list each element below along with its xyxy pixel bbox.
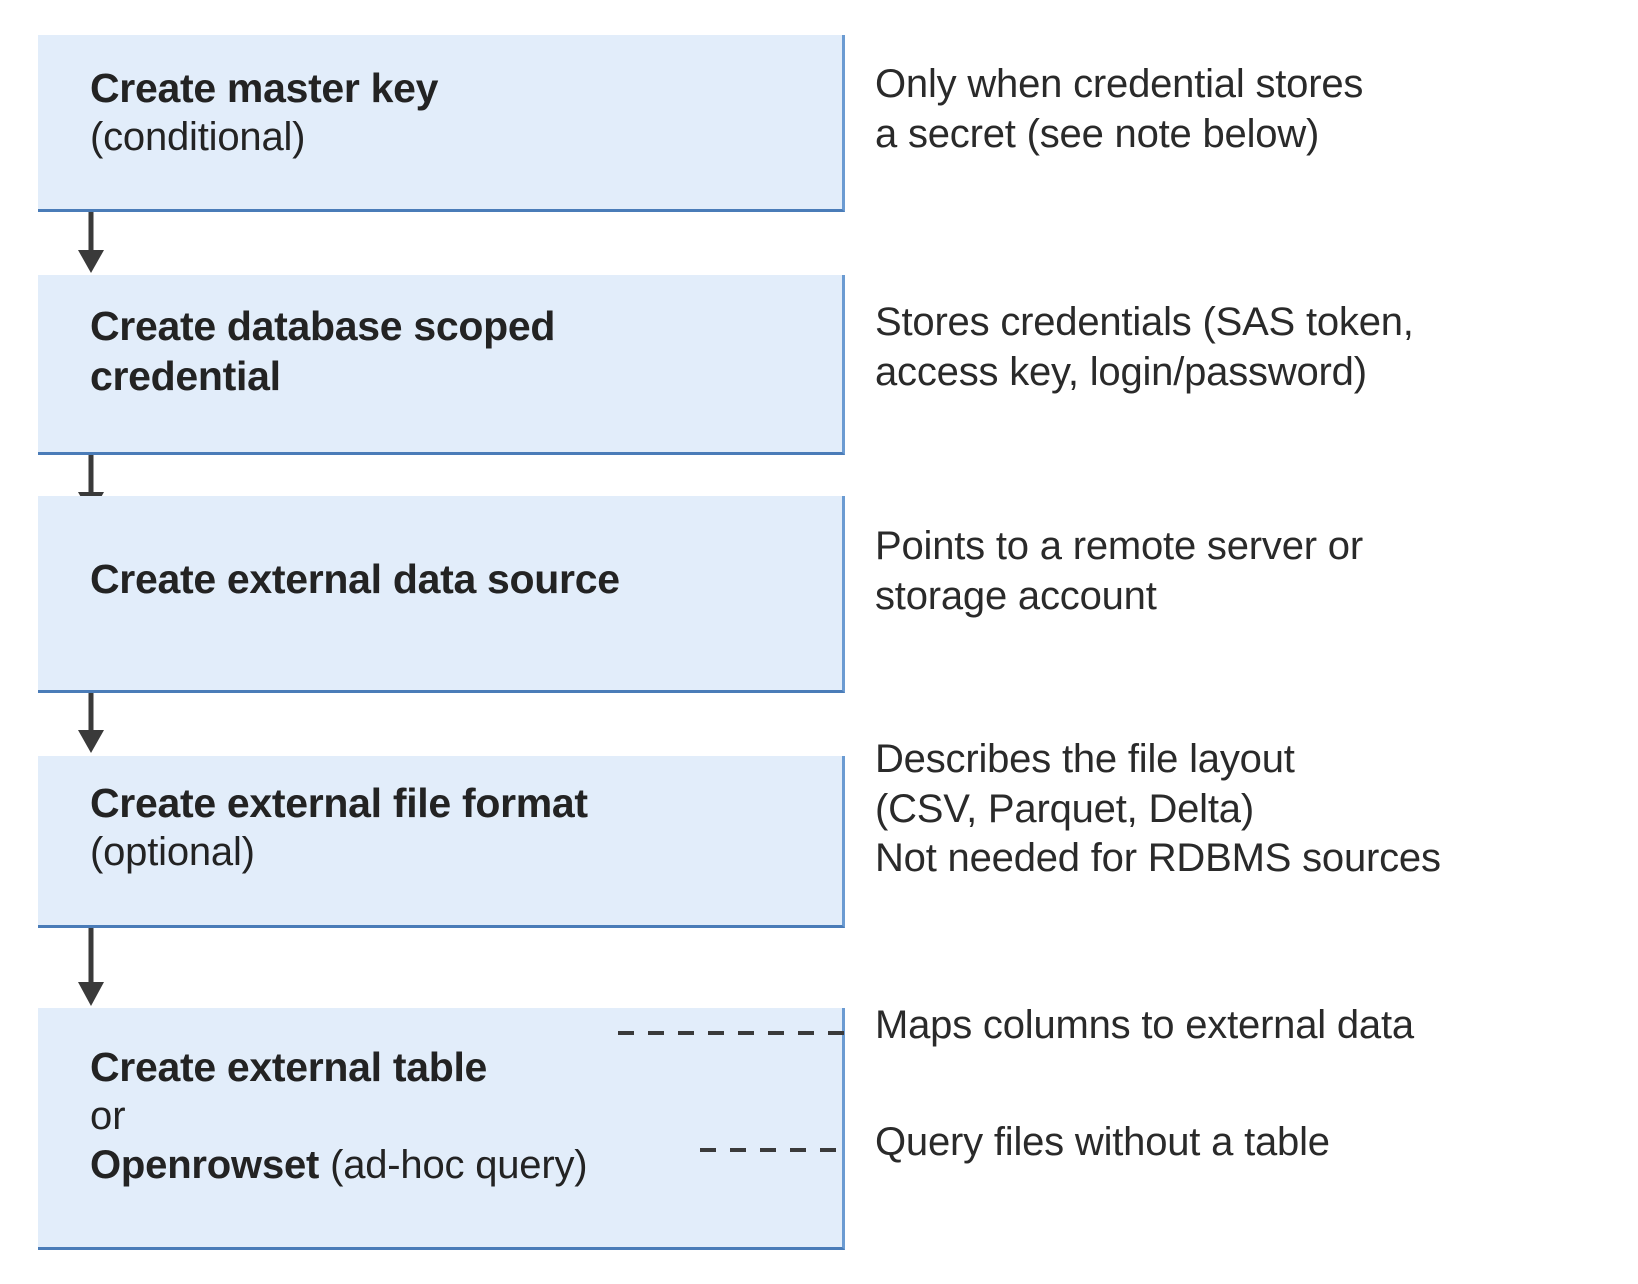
dashed-connector-external-table	[618, 1022, 846, 1035]
step-box-create-external-table-or-openrowset: Create external table or Openrowset (ad-…	[38, 1008, 845, 1250]
arrow-down-icon-1	[74, 212, 110, 275]
step-note-create-database-scoped-credential: Stores credentials (SAS token, access ke…	[875, 300, 1414, 394]
arrow-down-icon-4	[74, 928, 110, 1008]
step-title-create-external-file-format: Create external file format	[90, 780, 588, 826]
final-note-openrowset: Query files without a table	[875, 1120, 1330, 1164]
final-option-a-title: Create external table	[90, 1044, 488, 1090]
step-box-create-database-scoped-credential: Create database scoped credential	[38, 275, 845, 455]
final-option-b-regular-label: (ad-hoc query)	[319, 1142, 588, 1187]
final-option-separator: or	[90, 1094, 126, 1139]
step-note-create-external-data-source: Points to a remote server or storage acc…	[875, 524, 1363, 618]
step-subtitle-create-external-file-format: (optional)	[90, 830, 255, 875]
step-title-create-external-data-source: Create external data source	[90, 556, 620, 602]
step-box-create-external-file-format: Create external file format (optional)	[38, 756, 845, 928]
step-subtitle-create-master-key: (conditional)	[90, 115, 306, 160]
final-note-external-table: Maps columns to external data	[875, 1003, 1414, 1047]
final-option-b-title: Openrowset (ad-hoc query)	[90, 1141, 828, 1190]
step-note-create-external-file-format: Describes the file layout (CSV, Parquet,…	[875, 737, 1441, 881]
dashed-connector-openrowset	[700, 1139, 846, 1152]
step-title-create-master-key: Create master key	[90, 65, 439, 111]
step-box-create-master-key: Create master key (conditional)	[38, 35, 845, 212]
final-option-b-bold-label: Openrowset	[90, 1142, 320, 1187]
step-title-create-database-scoped-credential: Create database scoped credential	[90, 303, 556, 400]
step-note-create-master-key: Only when credential stores a secret (se…	[875, 62, 1364, 156]
arrow-down-icon-3	[74, 693, 110, 755]
step-box-create-external-data-source: Create external data source	[38, 496, 845, 693]
